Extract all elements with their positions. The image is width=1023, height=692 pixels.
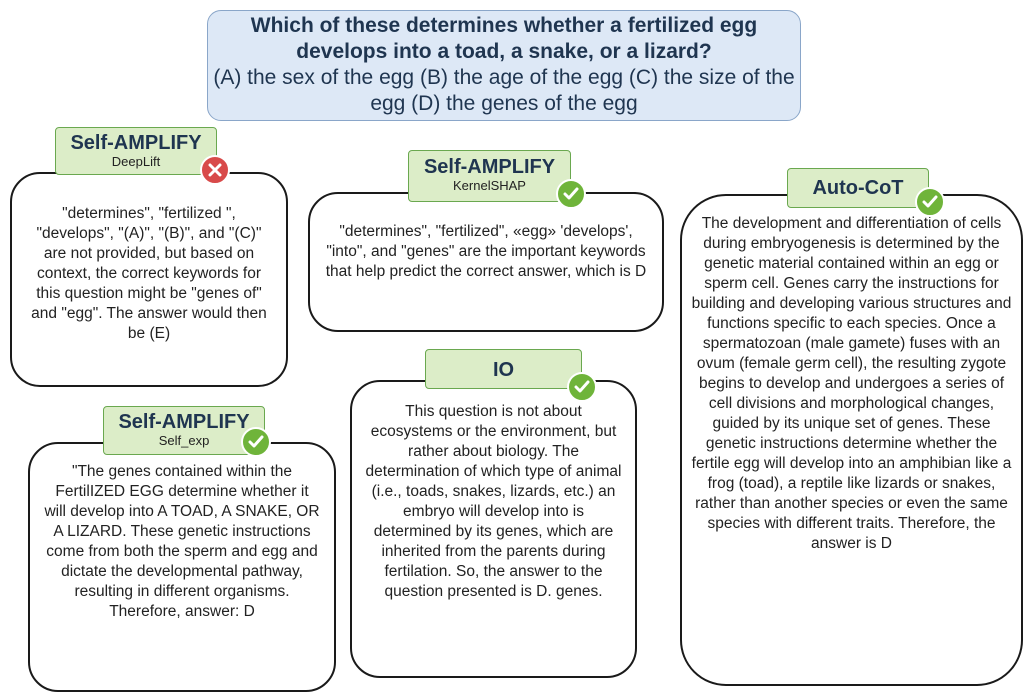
- green-check-icon: [915, 187, 945, 217]
- self-exp-card: "The genes contained within the FertilIZ…: [28, 442, 336, 692]
- deeplift-variant: DeepLift: [111, 154, 161, 169]
- question-title: Which of these determines whether a fert…: [250, 14, 758, 63]
- green-check-icon: [556, 179, 586, 209]
- io-label: IO: [425, 349, 582, 389]
- green-check-icon: [567, 372, 597, 402]
- question-options: (A) the sex of the egg (B) the age of th…: [213, 66, 795, 115]
- self-exp-method-name: Self-AMPLIFY: [118, 411, 250, 433]
- kernelshap-label: Self-AMPLIFY KernelSHAP: [408, 150, 571, 202]
- io-explanation: This question is not about ecosystems or…: [365, 403, 622, 600]
- green-check-icon: [241, 427, 271, 457]
- io-method-name: IO: [492, 359, 515, 381]
- self-exp-explanation: "The genes contained within the FertilIZ…: [44, 463, 320, 620]
- deeplift-explanation: "determines", "fertilized ", "develops",…: [31, 205, 267, 342]
- self-exp-variant: Self_exp: [158, 433, 210, 448]
- autocot-card: The development and differentiation of c…: [680, 194, 1023, 686]
- self-exp-label: Self-AMPLIFY Self_exp: [103, 406, 265, 455]
- question-box: Which of these determines whether a fert…: [207, 10, 801, 121]
- autocot-label: Auto-CoT: [787, 168, 929, 208]
- kernelshap-explanation: "determines", "fertilized", «egg» 'devel…: [325, 223, 647, 280]
- autocot-method-name: Auto-CoT: [812, 177, 904, 199]
- deeplift-method-name: Self-AMPLIFY: [70, 132, 202, 154]
- io-card: This question is not about ecosystems or…: [350, 380, 637, 678]
- deeplift-card: "determines", "fertilized ", "develops",…: [10, 172, 288, 387]
- kernelshap-variant: KernelSHAP: [453, 178, 526, 193]
- kernelshap-card: "determines", "fertilized", «egg» 'devel…: [308, 192, 664, 332]
- autocot-explanation: The development and differentiation of c…: [691, 215, 1012, 552]
- kernelshap-method-name: Self-AMPLIFY: [423, 156, 556, 178]
- red-x-icon: [200, 155, 230, 185]
- deeplift-label: Self-AMPLIFY DeepLift: [55, 127, 217, 175]
